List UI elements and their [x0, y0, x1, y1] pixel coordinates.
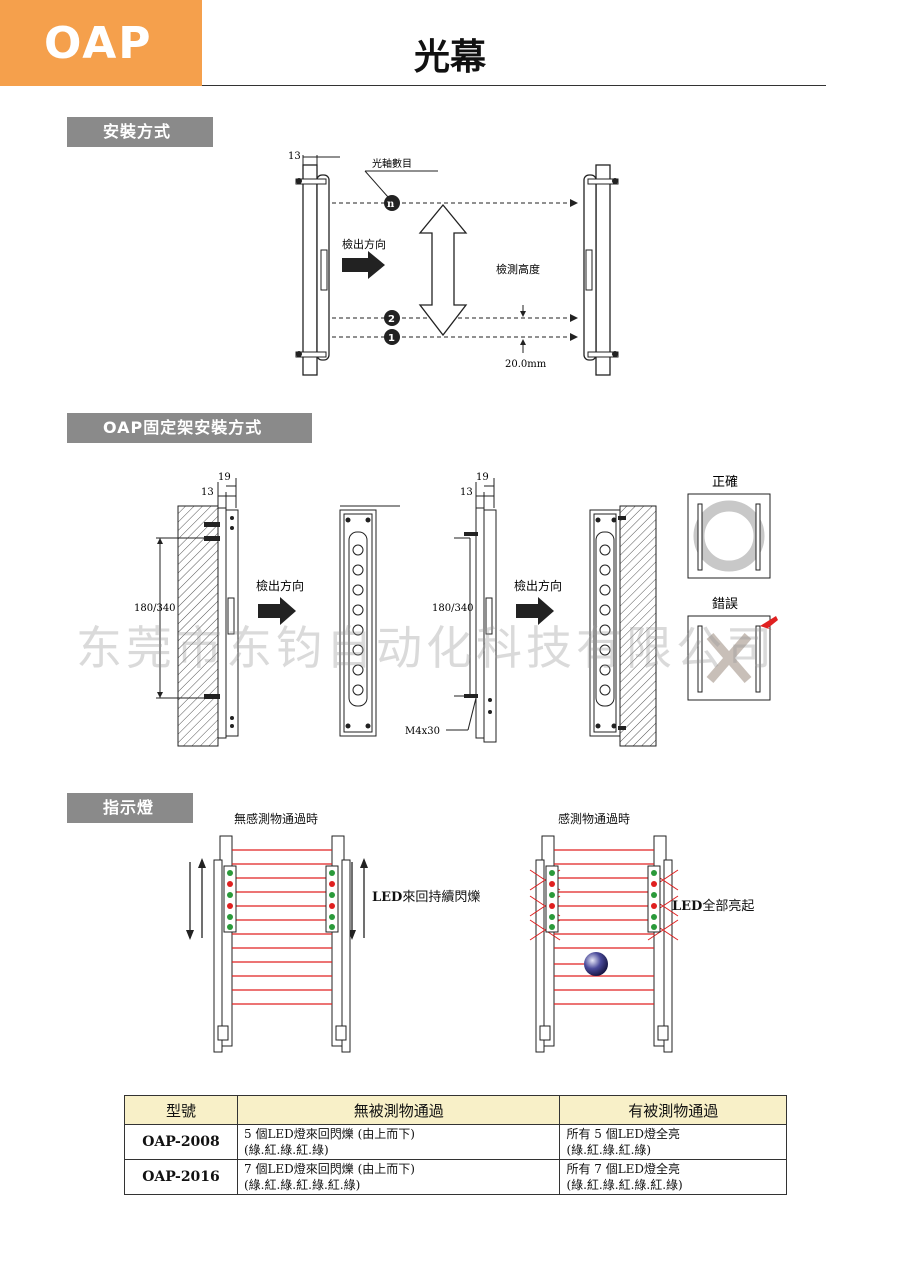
detect-dir-label: 檢出方向 — [342, 237, 386, 251]
test-object — [584, 952, 608, 976]
bracket-side-view-2 — [446, 478, 497, 743]
section-bracket: OAP固定架安裝方式 — [67, 413, 312, 443]
table-row: OAP-2008 5 個LED燈來回閃爍 (由上而下) (綠.紅.綠.紅.綠) … — [124, 1124, 787, 1160]
page-title: 光幕 — [413, 37, 486, 78]
header-model: 型號 — [124, 1095, 238, 1125]
screw-label: M4x30 — [405, 726, 440, 737]
header-rule — [202, 85, 826, 86]
light-curtain-right — [529, 835, 679, 1053]
right-led-text: 全部亮起 — [702, 899, 755, 914]
indicator-right-caption: 感測物通過時 — [558, 812, 631, 826]
dim-19-a: 19 — [218, 472, 231, 483]
header-no-object: 無被測物通過 — [236, 1095, 561, 1125]
cell-line: (綠.紅.綠.紅.綠) — [566, 1143, 652, 1157]
left-led-prefix: LED — [372, 890, 403, 905]
pitch-label: 20.0mm — [505, 359, 547, 370]
left-sensor-bar — [295, 164, 330, 376]
section-install: 安裝方式 — [67, 117, 213, 147]
section-indicator: 指示燈 — [67, 793, 193, 823]
object-cell: 所有 5 個LED燈全亮 (綠.紅.綠.紅.綠) — [559, 1124, 787, 1160]
table-row: OAP-2016 7 個LED燈來回閃爍 (由上而下) (綠.紅.綠.紅.綠.紅… — [124, 1159, 787, 1195]
right-sensor-bar — [583, 164, 619, 376]
left-led-text: 來回持續閃爍 — [402, 890, 481, 905]
dim-13: 13 — [288, 151, 301, 162]
dim-180-a: 180/340 — [134, 603, 176, 614]
beam-n-marker — [384, 195, 400, 211]
cell-line: (綠.紅.綠.紅.綠.紅.綠) — [244, 1178, 361, 1192]
dim-19-b: 19 — [476, 472, 489, 483]
cell-line: 所有 5 個LED燈全亮 — [566, 1127, 681, 1141]
detect-arrow-a — [258, 597, 296, 625]
header-object: 有被測物通過 — [559, 1095, 787, 1125]
light-curtain-left — [213, 835, 351, 1053]
dim-13-b: 13 — [460, 487, 473, 498]
beam-2-label: 2 — [388, 314, 395, 325]
model-cell: OAP-2008 — [124, 1124, 238, 1160]
indicator-left-caption: 無感測物通過時 — [234, 812, 319, 826]
brand-block: OAP — [0, 0, 202, 86]
correct-label: 正確 — [712, 474, 738, 490]
scan-arrows-left — [186, 858, 368, 940]
beam-1-label: 1 — [388, 333, 395, 344]
right-led-note: LED全部亮起 — [672, 895, 754, 914]
wrong-label: 錯誤 — [712, 596, 738, 612]
cell-line: (綠.紅.綠.紅.綠.紅.綠) — [566, 1178, 683, 1192]
cell-line: (綠.紅.綠.紅.綠) — [244, 1143, 329, 1157]
detect-arrow-b — [516, 597, 554, 625]
object-cell: 所有 7 個LED燈全亮 (綠.紅.綠.紅.綠.紅.綠) — [559, 1159, 787, 1195]
cell-line: 5 個LED燈來回閃爍 (由上而下) — [244, 1127, 415, 1141]
detect-height-label: 檢測高度 — [496, 262, 540, 276]
bracket-side-view-1 — [156, 478, 239, 747]
bracket-front-view-1 — [339, 505, 400, 737]
no-object-cell: 5 個LED燈來回閃爍 (由上而下) (綠.紅.綠.紅.綠) — [236, 1124, 561, 1160]
dim-180-b: 180/340 — [432, 603, 474, 614]
table-header-row: 型號 無被測物通過 有被測物通過 — [124, 1095, 787, 1125]
detect-height-arrow — [418, 203, 468, 337]
watermark: 东莞市东钧自动化科技有限公司 — [76, 621, 776, 675]
correct-box — [687, 493, 771, 579]
model-cell: OAP-2016 — [124, 1159, 238, 1195]
detect-dir-a: 檢出方向 — [256, 578, 304, 593]
beam-n-label: n — [387, 199, 395, 210]
no-object-cell: 7 個LED燈來回閃爍 (由上而下) (綠.紅.綠.紅.綠.紅.綠) — [236, 1159, 561, 1195]
bracket-front-view-2 — [589, 505, 657, 747]
install-diagram: 13 光軸數目 n 2 1 檢出方向 檢測高度 20.0mm — [288, 151, 619, 376]
cell-line: 所有 7 個LED燈全亮 — [566, 1162, 681, 1176]
left-led-note: LED來回持續閃爍 — [372, 886, 480, 905]
wrong-box — [687, 615, 778, 701]
indicator-diagram — [186, 835, 679, 1053]
cell-line: 7 個LED燈來回閃爍 (由上而下) — [244, 1162, 415, 1176]
beam-1-marker — [384, 329, 400, 345]
bracket-diagram: 19 13 180/340 檢出方向 19 13 180/340 M4x30 檢… — [134, 472, 778, 747]
dim-13-a: 13 — [201, 487, 214, 498]
beam-2-marker — [384, 310, 400, 326]
spec-table: 型號 無被測物通過 有被測物通過 OAP-2008 5 個LED燈來回閃爍 (由… — [124, 1095, 787, 1195]
right-led-prefix: LED — [672, 899, 703, 914]
brand-logo: OAP — [44, 18, 153, 69]
detect-dir-b: 檢出方向 — [514, 578, 562, 593]
detect-arrow — [342, 251, 385, 279]
beam-count-label: 光軸數目 — [372, 157, 412, 170]
